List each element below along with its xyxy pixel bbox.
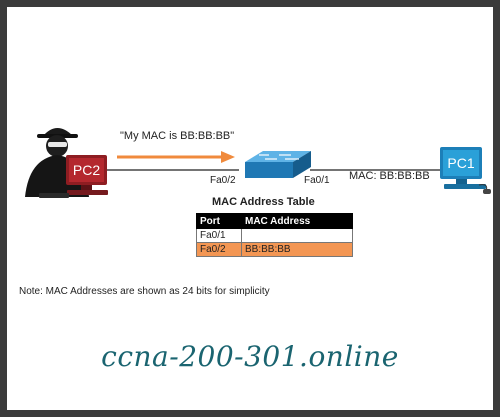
network-diagram xyxy=(25,128,491,198)
table-header-row: Port MAC Address xyxy=(196,213,353,229)
pc1-label: PC1 xyxy=(447,155,475,171)
note-text: Note: MAC Addresses are shown as 24 bits… xyxy=(19,286,270,297)
pc1-mac-label: MAC: BB:BB:BB xyxy=(349,170,430,182)
watermark-text: ccna-200-301.online xyxy=(101,340,399,373)
cell-port: Fa0/1 xyxy=(196,228,242,243)
cell-mac: BB:BB:BB xyxy=(241,242,353,257)
pc2-label: PC2 xyxy=(72,162,101,178)
switch-port-fa0-2-label: Fa0/2 xyxy=(210,175,236,186)
table-row: Fa0/1 xyxy=(196,228,353,243)
pc2-computer xyxy=(39,155,108,198)
cell-port: Fa0/2 xyxy=(196,242,242,257)
header-mac-address: MAC Address xyxy=(241,213,353,229)
switch-port-fa0-1-label: Fa0/1 xyxy=(304,175,330,186)
spoof-message: "My MAC is BB:BB:BB" xyxy=(120,130,235,142)
diagram-frame: PC2 PC1 "My MAC is BB:BB:BB" Fa0/2 Fa0/1… xyxy=(7,7,493,410)
pc1-computer xyxy=(440,147,491,194)
spoof-arrow xyxy=(117,151,235,163)
cell-mac xyxy=(241,228,353,243)
header-port: Port xyxy=(196,213,242,229)
mac-table-title: MAC Address Table xyxy=(212,196,315,208)
table-row-highlighted: Fa0/2 BB:BB:BB xyxy=(196,242,353,257)
switch-icon xyxy=(245,151,311,178)
mac-address-table: Port MAC Address Fa0/1 Fa0/2 BB:BB:BB xyxy=(196,213,353,257)
